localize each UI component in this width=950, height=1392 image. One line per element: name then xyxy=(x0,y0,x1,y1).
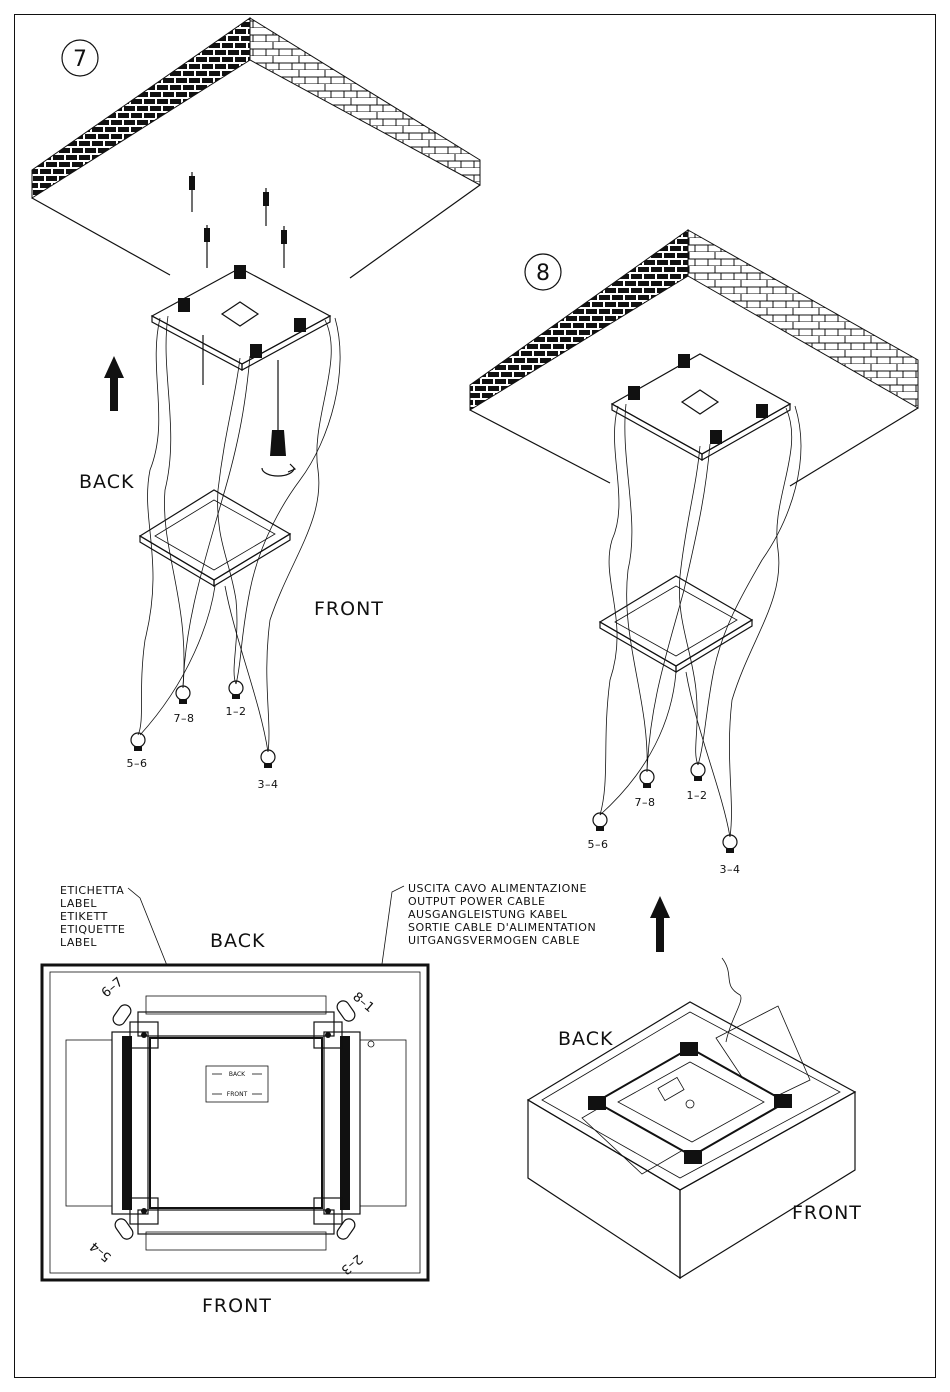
svg-text:UITGANGSVERMOGEN CABLE: UITGANGSVERMOGEN CABLE xyxy=(408,934,580,947)
cable-label-8-1-2: 1–2 xyxy=(687,789,708,802)
label-callout-line-2: LABEL xyxy=(60,897,97,910)
connectors-8 xyxy=(593,763,737,853)
ceiling-wall-right-8 xyxy=(688,230,918,408)
plate-clips-7 xyxy=(178,265,306,358)
svg-text:ETIKETT: ETIKETT xyxy=(60,910,108,923)
cable-callout: USCITA CAVO ALIMENTAZIONE OUTPUT POWER C… xyxy=(408,882,596,947)
svg-text:SORTIE CABLE D'ALIMENTATION: SORTIE CABLE D'ALIMENTATION xyxy=(408,921,596,934)
lamp-body-back-label: BACK xyxy=(558,1028,613,1050)
top-view-group: ETICHETTA LABEL ETIKETT ETIQUETTE LABEL … xyxy=(42,882,596,1317)
lamp-frame-8 xyxy=(600,576,752,666)
label-callout-line-1: ETICHETTA xyxy=(60,884,124,897)
step-8-number: 8 xyxy=(536,261,550,286)
cable-callout-line-2: OUTPUT POWER CABLE xyxy=(408,895,545,908)
label-callout: ETICHETTA LABEL ETIKETT ETIQUETTE LABEL xyxy=(60,884,125,949)
svg-text:OUTPUT POWER CABLE: OUTPUT POWER CABLE xyxy=(408,895,545,908)
center-panel xyxy=(150,1038,322,1208)
svg-text:ETIQUETTE: ETIQUETTE xyxy=(60,923,125,936)
cables-7 xyxy=(138,316,340,752)
cable-callout-line-3: AUSGANGLEISTUNG KABEL xyxy=(408,908,568,921)
lamp-body-group: BACK FRONT xyxy=(528,896,862,1278)
lamp-body-front-label: FRONT xyxy=(792,1202,862,1224)
step-7-back-label: BACK xyxy=(79,471,134,493)
connectors-7 xyxy=(131,681,275,768)
cable-label-5-6: 5–6 xyxy=(127,757,148,770)
step-7-group: 7 xyxy=(32,18,480,791)
step-7-front-label: FRONT xyxy=(314,598,384,620)
cable-label-3-4: 3–4 xyxy=(258,778,279,791)
label-callout-line-4: ETIQUETTE xyxy=(60,923,125,936)
cable-label-8-3-4: 3–4 xyxy=(720,863,741,876)
arrow-up-icon-2 xyxy=(650,896,670,952)
ceiling-edge-left xyxy=(32,198,170,275)
step-7-number: 7 xyxy=(73,47,87,72)
svg-text:ETICHETTA: ETICHETTA xyxy=(60,884,124,897)
cable-label-7-8: 7–8 xyxy=(174,712,195,725)
cable-callout-line-4: SORTIE CABLE D'ALIMENTATION xyxy=(408,921,596,934)
svg-text:LABEL: LABEL xyxy=(60,897,97,910)
top-view-front-label: FRONT xyxy=(202,1295,272,1317)
cable-label-1-2: 1–2 xyxy=(226,705,247,718)
wall-plugs xyxy=(189,172,287,268)
cable-callout-line-1: USCITA CAVO ALIMENTAZIONE xyxy=(408,882,587,895)
label-callout-line-5: LABEL xyxy=(60,936,97,949)
cable-label-8-5-6: 5–6 xyxy=(588,838,609,851)
ceiling-wall-left-8 xyxy=(470,230,688,410)
inner-label-back: BACK xyxy=(229,1071,246,1078)
arrow-up-icon xyxy=(104,356,124,411)
cable-callout-line-5: UITGANGSVERMOGEN CABLE xyxy=(408,934,580,947)
cable-label-8-7-8: 7–8 xyxy=(635,796,656,809)
svg-text:USCITA CAVO ALIMENTAZIONE: USCITA CAVO ALIMENTAZIONE xyxy=(408,882,587,895)
svg-text:AUSGANGLEISTUNG KABEL: AUSGANGLEISTUNG KABEL xyxy=(408,908,568,921)
ceiling-wall-left xyxy=(32,18,250,198)
svg-text:LABEL: LABEL xyxy=(60,936,97,949)
ceiling-wall-right xyxy=(250,18,480,185)
ceiling-edge-right xyxy=(350,185,480,278)
power-cable xyxy=(722,958,741,1042)
top-view-back-label: BACK xyxy=(210,930,265,952)
label-callout-line-3: ETIKETT xyxy=(60,910,108,923)
screwdriver-icon xyxy=(262,400,295,476)
inner-label-front: FRONT xyxy=(227,1091,248,1098)
mounting-plate-7 xyxy=(152,268,330,364)
step-8-group: 8 xyxy=(470,230,918,876)
lamp-body-frame xyxy=(596,1048,786,1156)
cables-8 xyxy=(600,404,801,837)
